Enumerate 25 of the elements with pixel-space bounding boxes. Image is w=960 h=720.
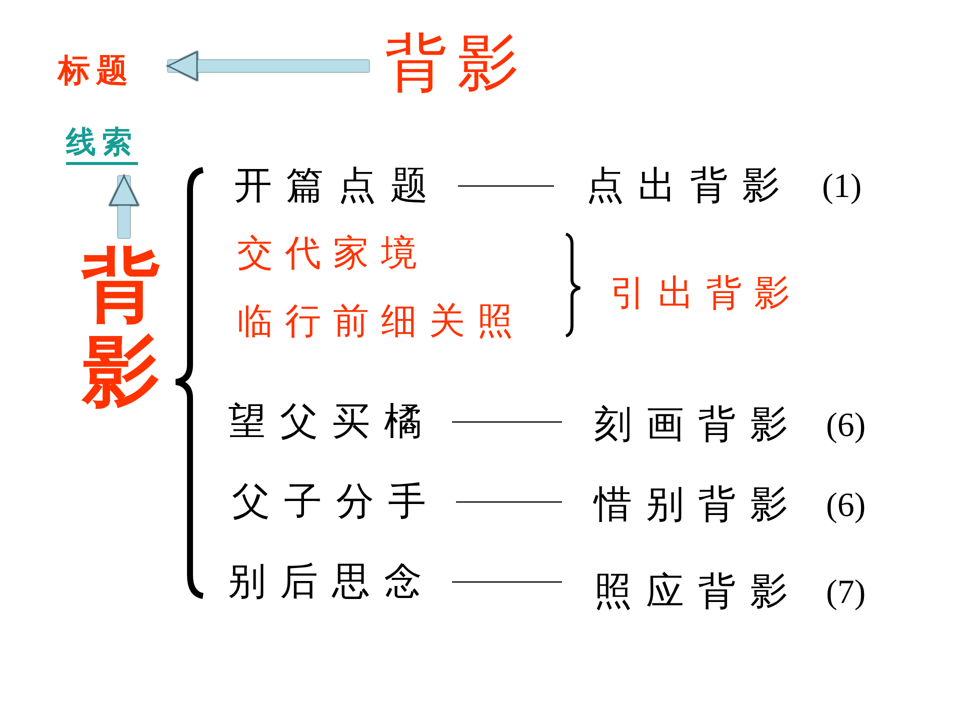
section-summary: 照应背影 bbox=[594, 572, 802, 610]
section-label: 开篇点题 bbox=[234, 166, 442, 204]
section-label: 临行前细关照 bbox=[237, 304, 525, 340]
paragraph-number: (7) bbox=[826, 576, 866, 610]
paragraph-number: (6) bbox=[826, 409, 866, 443]
section-summary: 刻画背影 bbox=[594, 405, 802, 443]
vertical-title: 背影 bbox=[82, 244, 160, 416]
connector-line bbox=[458, 185, 554, 187]
title: 背影 bbox=[385, 32, 529, 94]
clue-label: 线索 bbox=[66, 128, 138, 165]
section-label: 父子分手 bbox=[232, 482, 440, 520]
section-summary: 惜别背影 bbox=[594, 485, 802, 523]
arrow bbox=[109, 175, 139, 238]
connector-line bbox=[452, 421, 562, 423]
section-label: 望父买橘 bbox=[228, 402, 436, 440]
arrow bbox=[167, 51, 369, 81]
connector-line bbox=[456, 501, 562, 503]
heading-label: 标题 bbox=[58, 54, 134, 86]
section-label: 交代家境 bbox=[237, 236, 429, 272]
section-summary: 点出背影 bbox=[586, 166, 794, 204]
section-summary: 引出背影 bbox=[610, 276, 802, 312]
section-label: 别后思念 bbox=[228, 562, 436, 600]
paragraph-number: (1) bbox=[822, 170, 862, 204]
connector-line bbox=[452, 581, 562, 583]
paragraph-number: (6) bbox=[826, 489, 866, 523]
